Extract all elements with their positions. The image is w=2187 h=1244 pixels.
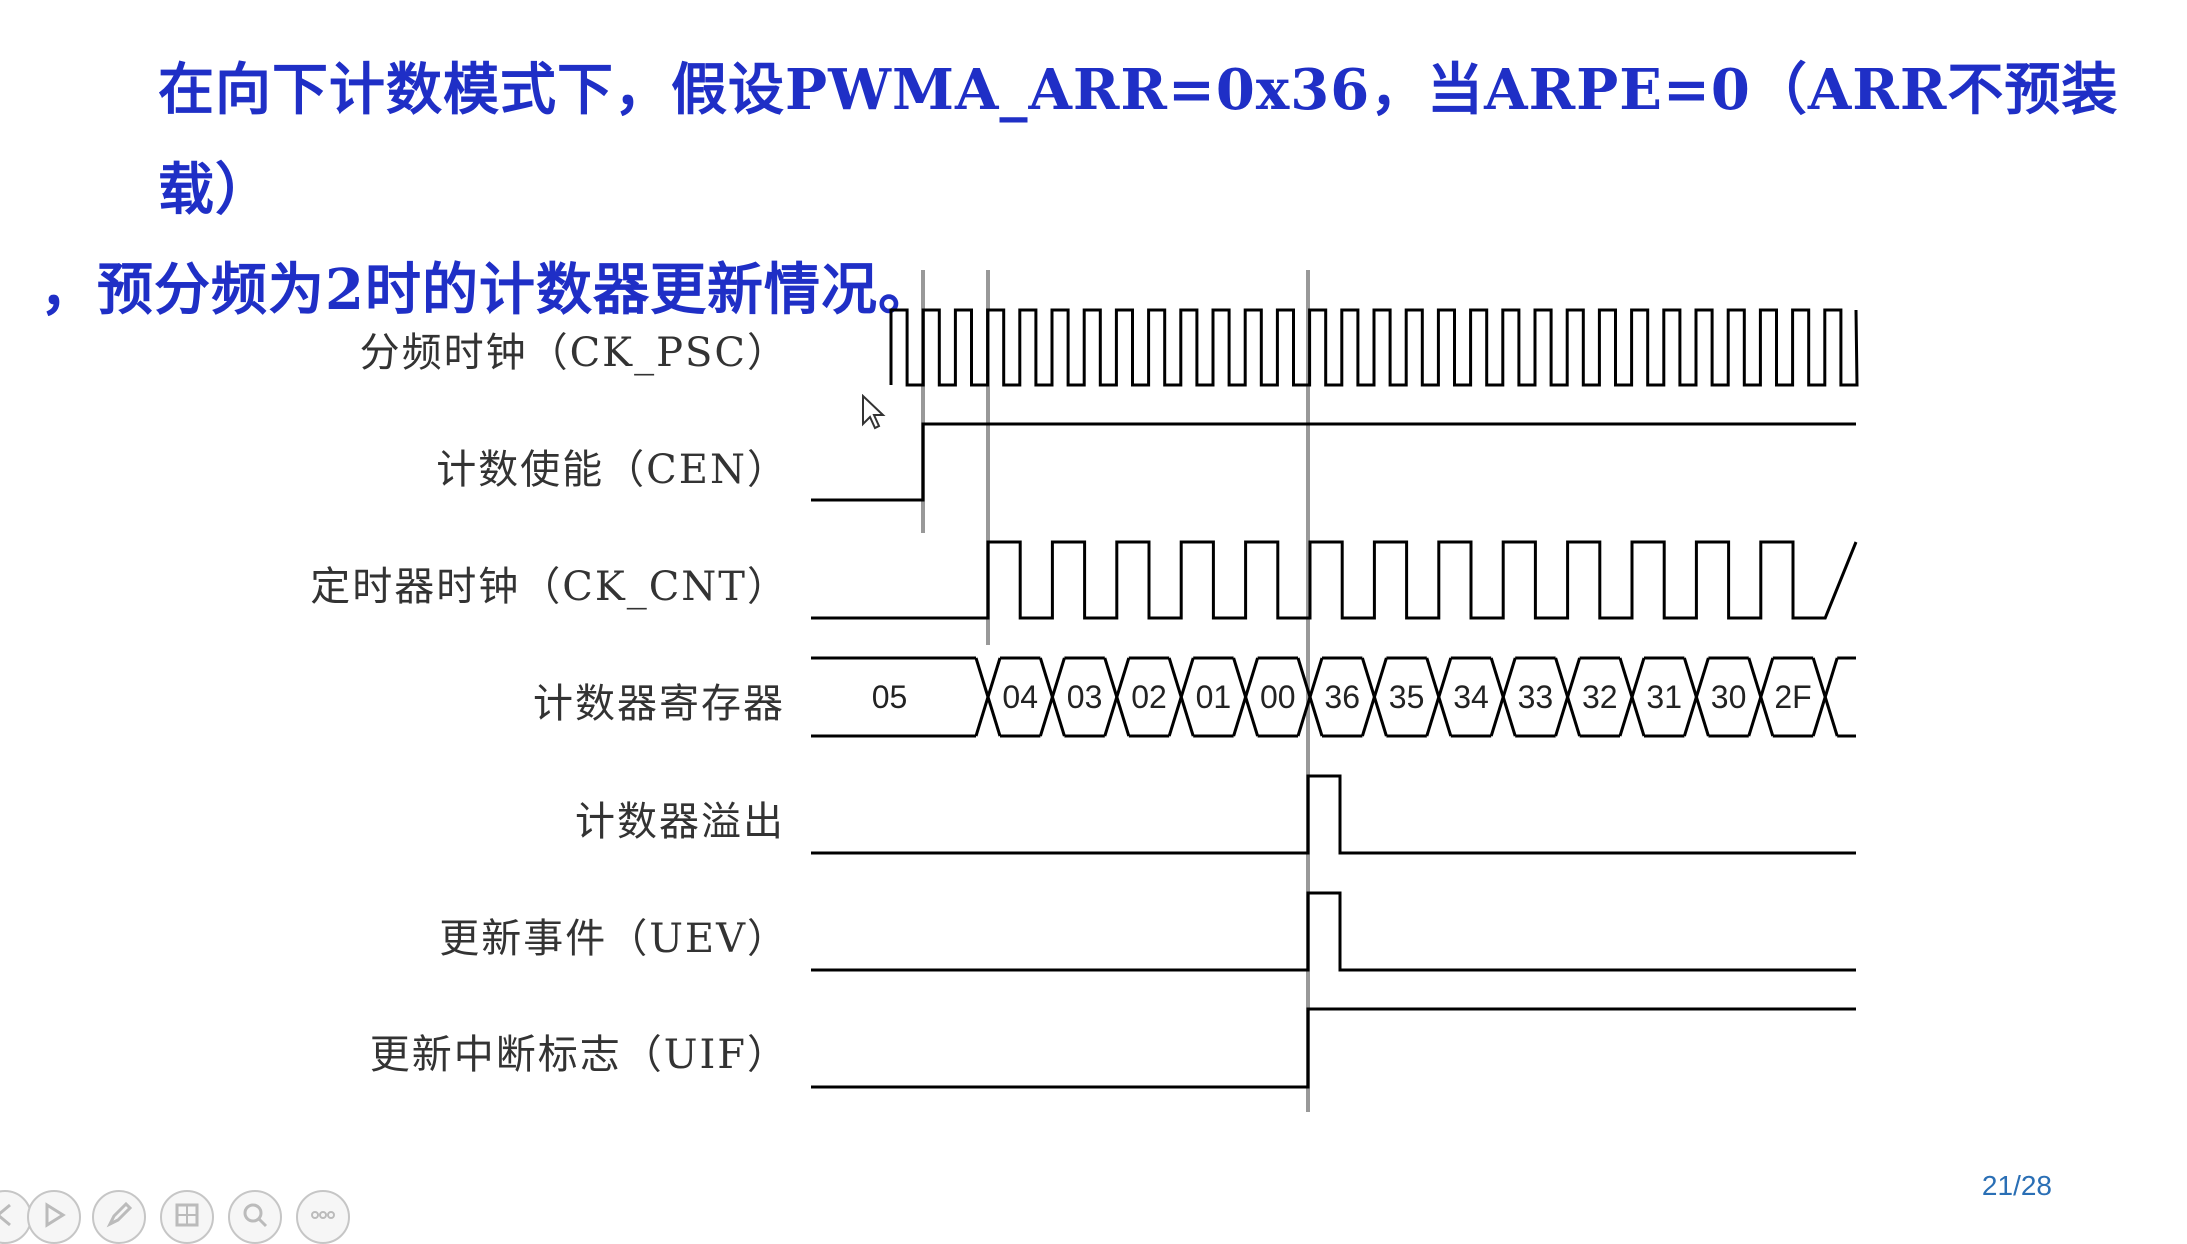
label-uev: 更新事件（UEV） [439, 916, 789, 962]
slides-icon [175, 1203, 199, 1227]
slide-title: 在向下计数模式下，假设PWMA_ARR=0x36，当ARPE=0（ARR不预装载… [40, 40, 2140, 340]
back-icon [0, 1203, 11, 1227]
bus-transition [1167, 657, 1195, 737]
bus-transition [1554, 657, 1582, 737]
more-icon [311, 1211, 335, 1219]
label-ck-psc: 分频时钟（CK_PSC） [359, 330, 789, 376]
bus-transition [1103, 657, 1131, 737]
label-counter-overflow: 计数器溢出 [575, 799, 785, 845]
slideshow-toolbar [0, 1180, 420, 1244]
mouse-cursor-icon [862, 394, 886, 430]
bus-transition [1489, 657, 1517, 737]
counter-value-35: 35 [1389, 679, 1425, 715]
more-button[interactable] [296, 1190, 350, 1244]
counter-value-00: 00 [1260, 679, 1296, 715]
counter-value-34: 34 [1453, 679, 1489, 715]
bus-transition [1360, 657, 1388, 737]
waveform-ck-psc [889, 308, 1859, 387]
label-counter-register: 计数器寄存器 [533, 681, 785, 727]
label-uif: 更新中断标志（UIF） [369, 1032, 789, 1078]
counter-value-36: 36 [1324, 679, 1360, 715]
bus-transition [1296, 657, 1324, 737]
title-line-2: ，预分频为2时的计数器更新情况。 [40, 257, 935, 323]
pen-button[interactable] [92, 1190, 146, 1244]
slides-button[interactable] [160, 1190, 214, 1244]
waveform-uif [811, 1007, 1856, 1089]
bus-transition [1425, 657, 1453, 737]
bus-transition [1232, 657, 1260, 737]
zoom-icon [243, 1203, 268, 1228]
bus-transition [1682, 657, 1710, 737]
counter-value-05: 05 [872, 679, 908, 715]
page-number: 21/28 [1981, 1170, 2052, 1201]
waveform-counter-overflow [811, 774, 1856, 855]
waveform-uev [811, 891, 1856, 972]
play-icon [45, 1202, 66, 1228]
counter-value-31: 31 [1646, 679, 1682, 715]
bus-transition [974, 657, 1002, 737]
title-line-1: 在向下计数模式下，假设PWMA_ARR=0x36，当ARPE=0（ARR不预装载… [158, 57, 2119, 223]
counter-value-33: 33 [1518, 679, 1554, 715]
counter-value-2F: 2F [1774, 679, 1811, 715]
waveform-cen [811, 422, 1856, 502]
zoom-button[interactable] [228, 1190, 282, 1244]
counter-value-03: 03 [1067, 679, 1103, 715]
waveform-counter-register: 05 04 03 02 01 00 36 35 34 33 32 31 30 2F [811, 656, 1856, 738]
counter-value-04: 04 [1002, 679, 1038, 715]
counter-value-02: 02 [1131, 679, 1167, 715]
bus-transition [1038, 657, 1066, 737]
play-button[interactable] [27, 1190, 81, 1244]
label-ck-cnt: 定时器时钟（CK_CNT） [310, 564, 789, 610]
counter-value-30: 30 [1711, 679, 1747, 715]
bus-transition [1618, 657, 1646, 737]
bus-transition [1811, 657, 1839, 737]
waveform-ck-cnt [811, 540, 1858, 620]
pen-icon [106, 1202, 132, 1228]
bus-transition [1747, 657, 1775, 737]
counter-value-01: 01 [1196, 679, 1232, 715]
counter-value-32: 32 [1582, 679, 1618, 715]
label-cen: 计数使能（CEN） [436, 447, 789, 493]
